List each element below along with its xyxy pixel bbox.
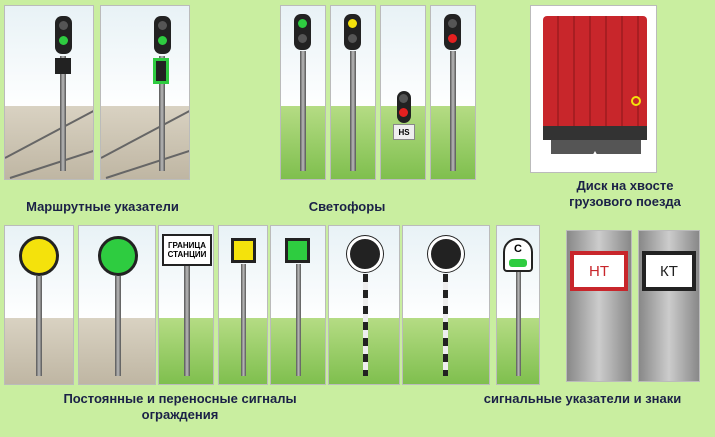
barrier-yellow-disc-panel bbox=[4, 225, 74, 385]
tail-disc-panel bbox=[530, 5, 657, 173]
traffic-light-panel-2 bbox=[330, 5, 376, 180]
yellow-square-panel bbox=[218, 225, 268, 385]
green-square-panel bbox=[270, 225, 326, 385]
freight-wagon bbox=[543, 16, 647, 126]
traffic-light-panel-3: НS bbox=[380, 5, 426, 180]
lamp-disc bbox=[428, 236, 464, 272]
lamp-disc-panel-1 bbox=[328, 225, 400, 385]
lamp-disc bbox=[347, 236, 383, 272]
caption-tail-disc-1: Диск на хвосте bbox=[576, 178, 674, 193]
route-signal-head bbox=[154, 16, 171, 54]
kt-sign: КТ bbox=[642, 251, 696, 291]
green-square bbox=[285, 238, 310, 263]
caption-barrier-1: Постоянные и переносные сигналы bbox=[63, 391, 297, 406]
tail-disc bbox=[631, 96, 641, 106]
traffic-light-panel-4 bbox=[430, 5, 476, 180]
yellow-disc bbox=[19, 236, 59, 276]
route-indicator-box bbox=[55, 58, 71, 74]
caption-tail-disc-2: грузового поезда bbox=[569, 194, 681, 209]
s-sign: С bbox=[503, 238, 533, 272]
route-indicator-panel-1 bbox=[4, 5, 94, 180]
caption-barrier-2: ограждения bbox=[141, 407, 219, 422]
route-indicator-panel-2 bbox=[100, 5, 190, 180]
lamp-disc-panel-2 bbox=[402, 225, 490, 385]
route-indicator-green-box bbox=[153, 58, 169, 84]
caption-route-indicators: Маршрутные указатели bbox=[26, 199, 179, 214]
nt-sign-panel: НТ bbox=[566, 230, 632, 382]
caption-traffic-lights: Светофоры bbox=[308, 199, 386, 214]
nt-sign: НТ bbox=[570, 251, 628, 291]
barrier-green-disc-panel bbox=[78, 225, 156, 385]
station-border-sign: ГРАНИЦА СТАНЦИИ bbox=[162, 234, 212, 266]
yellow-square bbox=[231, 238, 256, 263]
arrow-up-icon bbox=[587, 151, 603, 165]
ns-sign: НS bbox=[393, 124, 415, 140]
kt-sign-panel: КТ bbox=[638, 230, 700, 382]
caption-signal-indicators: сигнальные указатели и знаки bbox=[483, 391, 682, 406]
green-disc bbox=[98, 236, 138, 276]
route-signal-head bbox=[55, 16, 72, 54]
station-border-panel: ГРАНИЦА СТАНЦИИ bbox=[158, 225, 214, 385]
s-sign-panel: С bbox=[496, 225, 540, 385]
traffic-light-panel-1 bbox=[280, 5, 326, 180]
